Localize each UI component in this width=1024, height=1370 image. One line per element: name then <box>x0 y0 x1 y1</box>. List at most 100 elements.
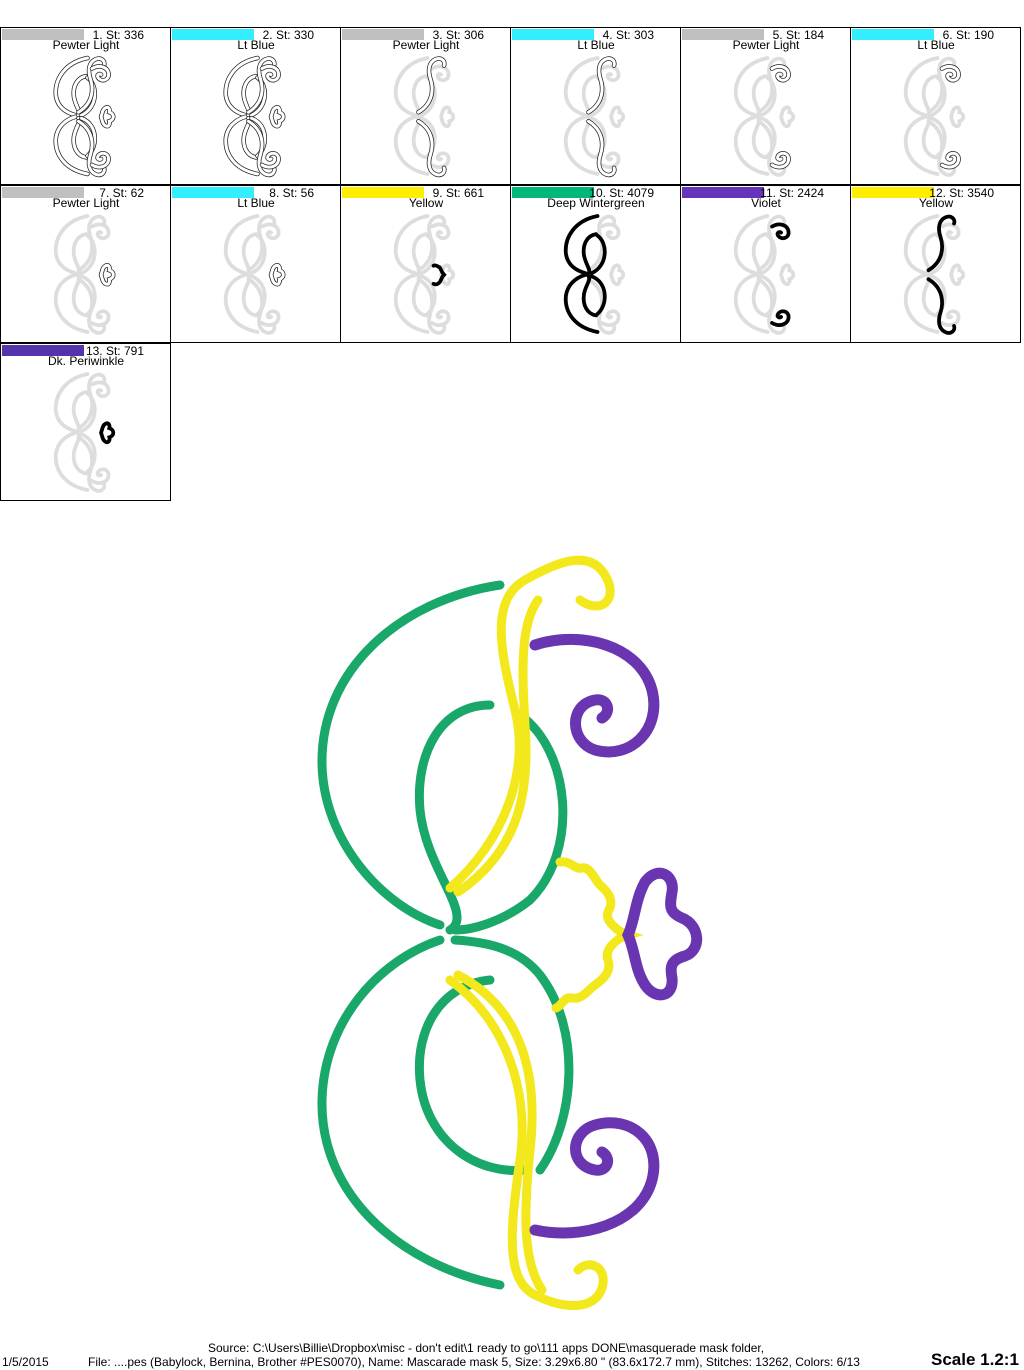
ghost-stroke <box>90 380 111 399</box>
highlight-inner <box>246 57 276 114</box>
ghost-stroke <box>563 114 600 176</box>
thread-swatch <box>2 29 84 40</box>
stop-label: 11. St: 2424 <box>760 186 824 200</box>
ghost-stroke <box>940 309 961 327</box>
stop-label: 2. St: 330 <box>262 28 314 42</box>
ghost-stroke <box>393 272 430 334</box>
knob <box>621 867 703 1001</box>
ghost-stroke <box>563 56 600 118</box>
stop-label: 4. St: 303 <box>602 28 654 42</box>
stop-thumbnail <box>903 56 966 177</box>
stop-thumbnail <box>53 372 116 493</box>
curls-violet <box>529 633 703 1239</box>
ghost-stroke <box>779 263 796 287</box>
highlight-inner <box>260 151 281 169</box>
thread-name: Pewter Light <box>392 38 460 52</box>
highlight-stroke <box>581 232 598 276</box>
thread-name: Pewter Light <box>52 196 120 210</box>
ghost-stroke <box>609 105 626 129</box>
ghost-stroke <box>733 56 770 118</box>
ghost-stroke <box>949 105 966 129</box>
thread-swatch <box>682 187 764 198</box>
stop-thumbnail <box>733 56 796 177</box>
ghost-stroke <box>586 214 617 273</box>
stop-label: 10. St: 4079 <box>589 186 654 200</box>
zigzag <box>551 857 644 1013</box>
ghost-stroke <box>600 222 621 241</box>
highlight-stroke <box>431 263 447 287</box>
highlight-inner <box>269 105 285 128</box>
highlight-inner <box>99 105 115 128</box>
ghost-stroke <box>76 435 107 493</box>
highlight-inner <box>260 64 281 82</box>
frame-lower-inner-right <box>450 935 574 1175</box>
ghost-stroke <box>260 222 281 241</box>
highlight-inner <box>224 56 260 117</box>
highlight-inner <box>224 115 260 176</box>
ghost-stroke <box>430 222 451 241</box>
embroidery-design-preview <box>317 555 703 1310</box>
thread-swatch <box>852 29 934 40</box>
ghost-stroke <box>756 119 787 177</box>
stop-label: 6. St: 190 <box>942 28 994 42</box>
highlight-stroke <box>926 214 957 273</box>
stop-thumbnail <box>53 55 116 178</box>
stems-yellow <box>445 555 644 1310</box>
highlight-inner <box>940 151 961 169</box>
highlight-inner <box>269 263 285 286</box>
upper-stem-inner <box>453 595 543 897</box>
ghost-stroke <box>733 114 770 176</box>
ghost-stroke <box>246 214 277 273</box>
highlight-stroke <box>563 272 600 334</box>
thread-name: Lt Blue <box>237 38 275 52</box>
stop-label: 8. St: 56 <box>269 186 314 200</box>
print-date: 1/5/2015 <box>2 1355 49 1369</box>
thread-name: Yellow <box>918 196 954 210</box>
lower-stem <box>445 975 608 1310</box>
ghost-stroke <box>223 272 260 334</box>
highlight-inner <box>940 64 961 82</box>
thread-swatch <box>342 29 424 40</box>
highlight-inner <box>246 119 276 177</box>
stop-label: 5. St: 184 <box>772 28 824 42</box>
thread-swatch <box>852 187 934 198</box>
highlight-inner <box>770 151 791 169</box>
thread-swatch <box>682 29 764 40</box>
ghost-stroke <box>903 114 940 176</box>
ghost-stroke <box>53 430 90 492</box>
highlight-stroke <box>99 421 116 445</box>
stop-thumbnail <box>393 56 456 178</box>
file-info: File: ....pes (Babylock, Bernina, Brothe… <box>88 1355 860 1369</box>
frame-lower-outer <box>317 935 505 1290</box>
ghost-stroke <box>903 214 940 276</box>
highlight-stroke <box>589 274 607 316</box>
highlight-stroke <box>589 233 607 276</box>
ghost-stroke <box>53 272 90 334</box>
ghost-stroke <box>430 309 451 327</box>
ghost-stroke <box>430 64 451 83</box>
ghost-stroke <box>393 56 430 118</box>
ghost-stroke <box>600 64 621 83</box>
frame-upper-inner-right <box>450 710 568 935</box>
highlight-stroke <box>563 214 600 276</box>
ghost-stroke <box>903 272 940 334</box>
thread-swatch <box>512 187 594 198</box>
ghost-stroke <box>439 105 456 129</box>
stop-thumbnail <box>223 55 286 178</box>
thread-name: Violet <box>751 196 781 210</box>
ghost-stroke <box>733 214 770 276</box>
thread-swatch <box>172 29 254 40</box>
ghost-stroke <box>393 214 430 276</box>
highlight-inner <box>90 64 111 82</box>
stop-label: 13. St: 791 <box>85 344 144 358</box>
frame-green <box>317 580 574 1290</box>
ghost-stroke <box>53 214 90 276</box>
ghost-stroke <box>416 214 447 273</box>
